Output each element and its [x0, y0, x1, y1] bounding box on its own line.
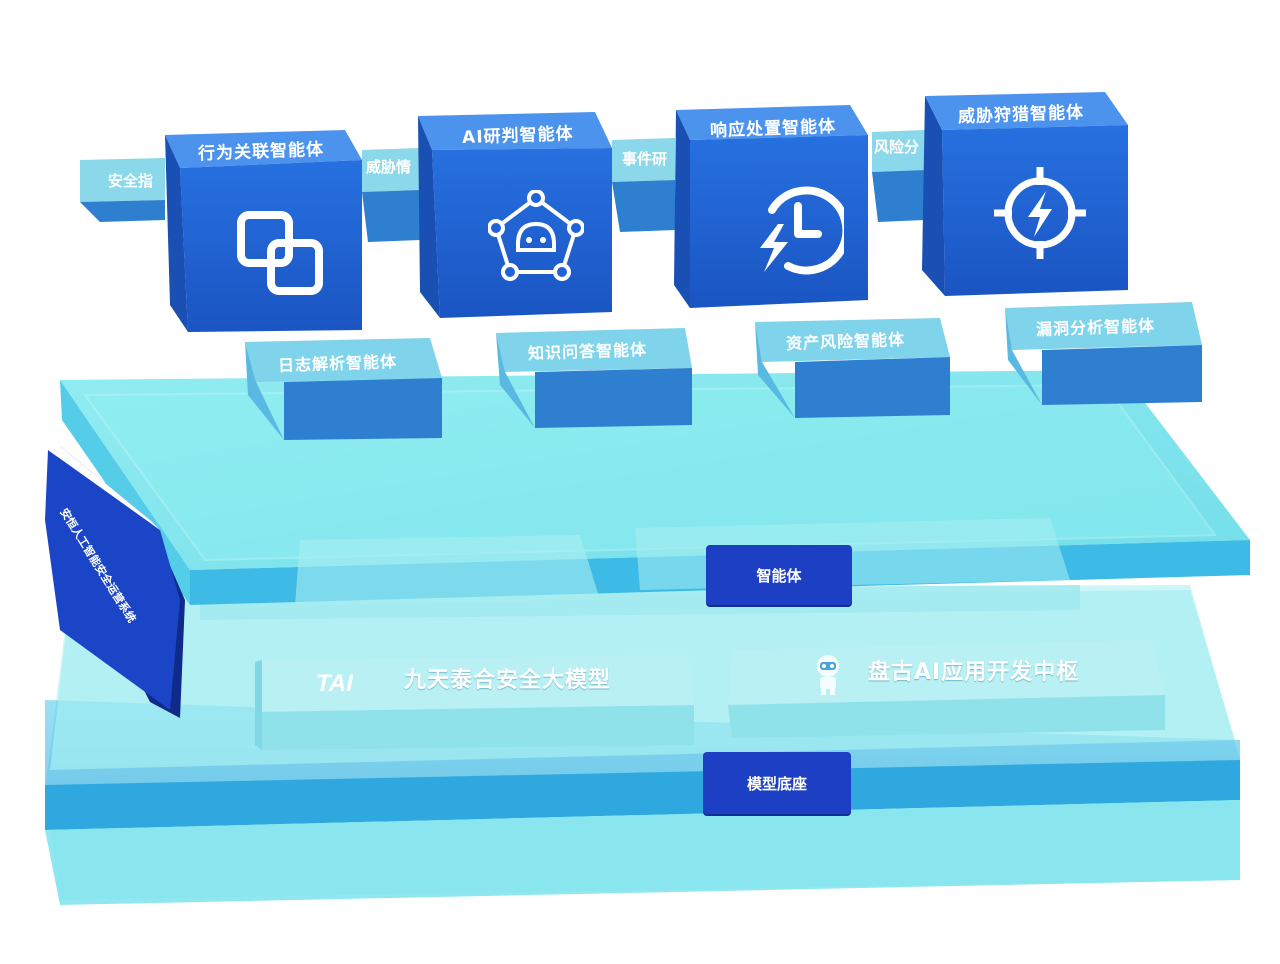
cube-title-response: 响应处置智能体	[709, 116, 837, 142]
cube-title-hunting: 威胁狩猎智能体	[957, 102, 1085, 128]
target-lightning-icon	[994, 167, 1086, 259]
back-bar-label-3: 事件研	[622, 150, 668, 168]
model-block-tai	[255, 655, 694, 750]
clock-lightning-icon	[760, 186, 844, 275]
robot-mascot-icon	[817, 655, 839, 695]
back-bar-label-4: 风险分	[874, 138, 920, 156]
small-box-title-asset: 资产风险智能体	[785, 329, 906, 354]
back-bar-label-1: 安全指	[108, 172, 154, 190]
model-block-pangu	[728, 640, 1165, 738]
small-box-title-log: 日志解析智能体	[277, 351, 398, 376]
back-bars	[80, 130, 925, 242]
agent-small-boxes	[245, 302, 1202, 440]
cube-title-behavior: 行为关联智能体	[197, 139, 325, 165]
model-name-pangu: 盘古AI应用开发中枢	[868, 660, 1080, 685]
small-box-title-vuln: 漏洞分析智能体	[1035, 315, 1156, 340]
back-bar-label-2: 威胁情	[366, 158, 412, 176]
agent-layer-badge: 智能体	[706, 545, 852, 605]
cube-title-ai: AI研判智能体	[461, 124, 574, 148]
model-name-tai: 九天泰合安全大模型	[404, 668, 612, 693]
link-squares-icon	[237, 211, 323, 295]
model-layer-badge: 模型底座	[703, 752, 851, 814]
system-side-panel	[45, 446, 185, 718]
tai-logo-icon: TAI	[316, 670, 354, 696]
small-box-title-knowledge: 知识问答智能体	[527, 339, 648, 364]
ai-network-icon	[488, 190, 584, 281]
tai-logo-text: TAI	[316, 670, 354, 696]
